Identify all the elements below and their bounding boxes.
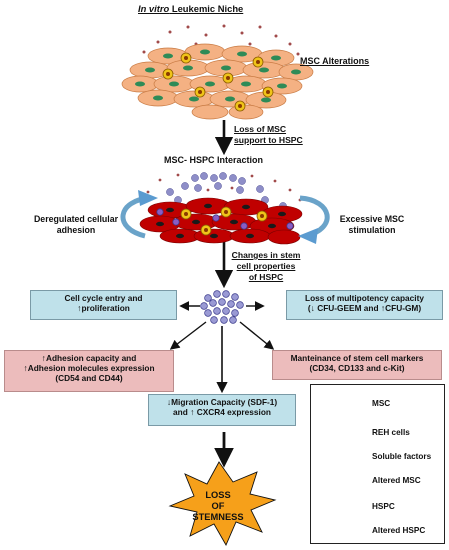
mid-altered-msc-nuclei [156,203,286,239]
up-arrow-icon: ↑ [23,363,28,373]
legend-label-soluble: Soluble factors [372,452,432,461]
adhesion-line-3: (CD54 and CD44) [55,373,123,383]
migration-line-1-text: Migration Capacity (SDF-1) [171,397,278,407]
legend-label-hspc: HSPC [372,502,395,511]
cell-cycle-line-2: ↑proliferation [34,303,173,313]
label-changes-1: Changes in stem [231,250,301,260]
mid-altered-msc-cluster [139,197,303,245]
label-excessive-2: stimulation [348,225,396,235]
outcome-line-3: STEMNESS [192,512,244,522]
migration-line-1: ↓Migration Capacity (SDF-1) [152,397,292,407]
multipotency-cfu-geem: CFU-GEEM and [314,303,381,313]
up-arrow-icon: ↑ [77,303,82,313]
adhesion-line-2: ↑Adhesion molecules expression [8,363,170,373]
box-multipotency: Loss of multipotency capacity (↓ CFU-GEE… [286,290,443,320]
legend-box [310,384,445,544]
arrow-to-adhesion [169,321,207,350]
label-interaction: MSC- HSPC Interaction [164,155,264,165]
label-deregulated-2: adhesion [56,225,96,235]
legend-label-msc: MSC [372,399,391,408]
multipotency-open-paren: ( [307,303,311,313]
legend-label-altered-msc: Altered MSC [372,476,421,485]
up-arrow-icon: ↑ [41,353,46,363]
mid-soluble-factors [146,173,302,202]
box-migration: ↓Migration Capacity (SDF-1) and ↑ CXCR4 … [148,394,296,426]
center-hspc-cluster [200,290,244,324]
label-loss-support-2: support to HSPC [234,135,303,145]
curved-arrow-left [120,190,158,239]
arrow-to-markers [239,321,275,350]
markers-line-2: (CD34, CD133 and c-Kit) [309,363,405,373]
cell-cycle-line-2-text: proliferation [81,303,130,313]
migration-line-2: and ↑ CXCR4 expression [152,407,292,417]
box-adhesion: ↑Adhesion capacity and ↑Adhesion molecul… [4,350,174,392]
legend-label-reh: REH cells [372,428,410,437]
curved-arrow-right [298,195,330,244]
multipotency-cfu-gm: CFU-GM) [385,303,422,313]
multipotency-line-1: Loss of multipotency capacity [305,293,424,303]
markers-line-1: Manteinance of stem cell markers [290,353,424,363]
adhesion-line-1-text: Adhesion capacity and [45,353,137,363]
adhesion-line-2-text: Adhesion molecules expression [27,363,155,373]
label-changes-3: of HSPC [248,272,284,282]
multipotency-line-2: (↓ CFU-GEEM and ↑CFU-GM) [290,303,439,313]
down-arrow-icon: ↓ [166,397,172,407]
title-rest: Leukemic Niche [169,3,244,14]
outcome-star [168,461,277,547]
label-deregulated-1: Deregulated cellular [33,214,119,224]
title-italic: In vitro [138,3,170,14]
mid-altered-hspc [156,208,294,230]
label-excessive-1: Excessive MSC [339,214,405,224]
top-reh-cells [162,52,274,112]
migration-and: and [173,407,191,417]
figure-title: In vitro Leukemic Niche [138,4,243,14]
mid-reh-cells [180,206,268,236]
down-arrow-icon: ↓ [310,303,315,313]
box-markers: Manteinance of stem cell markers (CD34, … [272,350,442,380]
up-arrow-icon: ↑ [380,303,386,313]
label-loss-support-1: Loss of MSC [234,124,287,134]
up-arrow-icon: ↑ [190,407,195,417]
adhesion-line-1: ↑Adhesion capacity and [8,353,170,363]
migration-cxcr4: CXCR4 expression [194,407,271,417]
label-msc-alterations: MSC Alterations [300,56,370,66]
legend-label-altered-hspc: Altered HSPC [372,526,426,535]
cell-cycle-line-1: Cell cycle entry and [64,293,143,303]
top-msc-nuclei [135,49,301,103]
outcome-line-1: LOSS [205,490,231,500]
label-changes-2: cell properties [236,261,296,271]
outcome-line-2: OF [211,501,225,511]
top-msc-cluster [121,43,314,120]
box-cell-cycle: Cell cycle entry and ↑proliferation [30,290,177,320]
